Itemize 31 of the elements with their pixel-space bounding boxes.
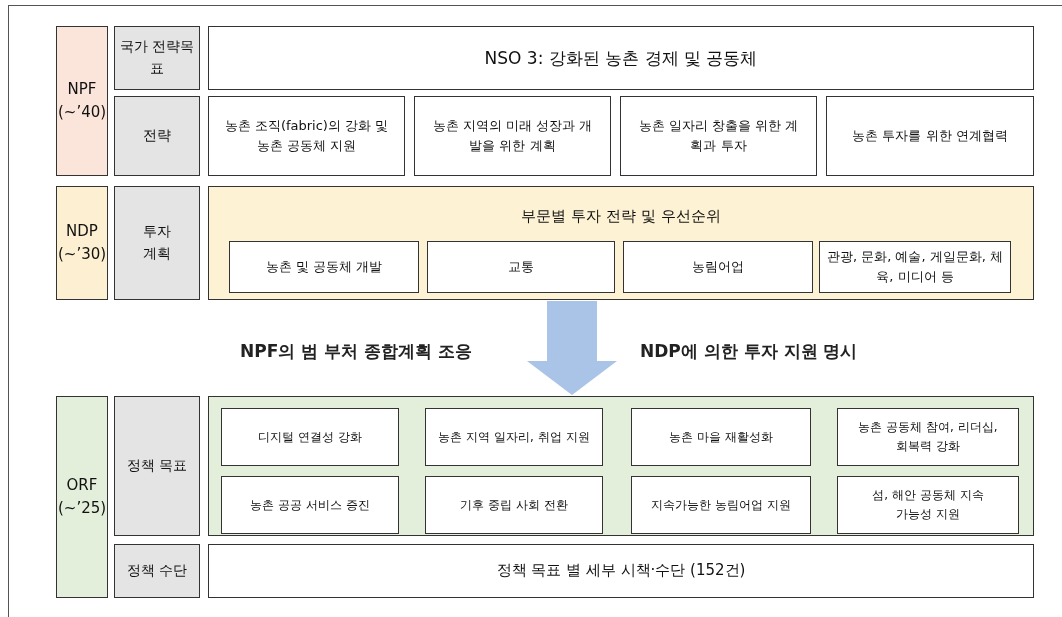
sector-box: 농촌 및 공동체 개발 [229, 241, 419, 293]
sector-box: 농림어업 [623, 241, 813, 293]
measure-box: 정책 목표 별 세부 시책·수단 (152건) [208, 544, 1034, 598]
row-header: 정책 수단 [114, 544, 200, 598]
objective-box: 지속가능한 농림어업 지원 [631, 476, 811, 534]
sector-box: 교통 [427, 241, 615, 293]
panel: 부문별 투자 전략 및 우선순위 농촌 및 공동체 개발 교통 농림어업 관광, 문화, 예술, 게일문화, 체육, 미디어 등 [208, 186, 1034, 300]
strategy-box: 농촌 투자를 위한 연계협력 [826, 96, 1034, 176]
row-header: 전략 [114, 96, 200, 176]
strategy-box: 농촌 일자리 창출을 위한 계획과 투자 [620, 96, 817, 176]
band-label: ORF (~’25) [56, 396, 108, 598]
sector-box: 관광, 문화, 예술, 게일문화, 체육, 미디어 등 [819, 241, 1011, 293]
row-header: 정책 목표 [114, 396, 200, 536]
panel [208, 396, 1034, 536]
objective-box: 농촌 공동체 참여, 리더십, 회복력 강화 [837, 408, 1019, 466]
arrow [527, 301, 617, 395]
band-label: NDP (~’30) [56, 186, 108, 300]
objective-box: 디지털 연결성 강화 [221, 408, 399, 466]
annotation-text: NPF의 범 부처 종합계획 조응 [240, 340, 472, 363]
objective-box: 기후 중립 사회 전환 [425, 476, 603, 534]
strategy-box: 농촌 조직(fabric)의 강화 및 농촌 공동체 지원 [208, 96, 405, 176]
objective-box: 농촌 공공 서비스 증진 [221, 476, 399, 534]
band-label: NPF (~’40) [56, 26, 108, 176]
annotation-text: NDP에 의한 투자 지원 명시 [640, 340, 858, 363]
objective-box: 농촌 마을 재활성화 [631, 408, 811, 466]
objective-box: 농촌 지역 일자리, 취업 지원 [425, 408, 603, 466]
goal-box: NSO 3: 강화된 농촌 경제 및 공동체 [208, 26, 1034, 90]
row-header: 투자 계획 [114, 186, 200, 300]
objective-box: 섬, 해안 공동체 지속가능성 지원 [837, 476, 1019, 534]
strategy-box: 농촌 지역의 미래 성장과 개발을 위한 계획 [414, 96, 611, 176]
row-header: 국가 전략목표 [114, 26, 200, 90]
